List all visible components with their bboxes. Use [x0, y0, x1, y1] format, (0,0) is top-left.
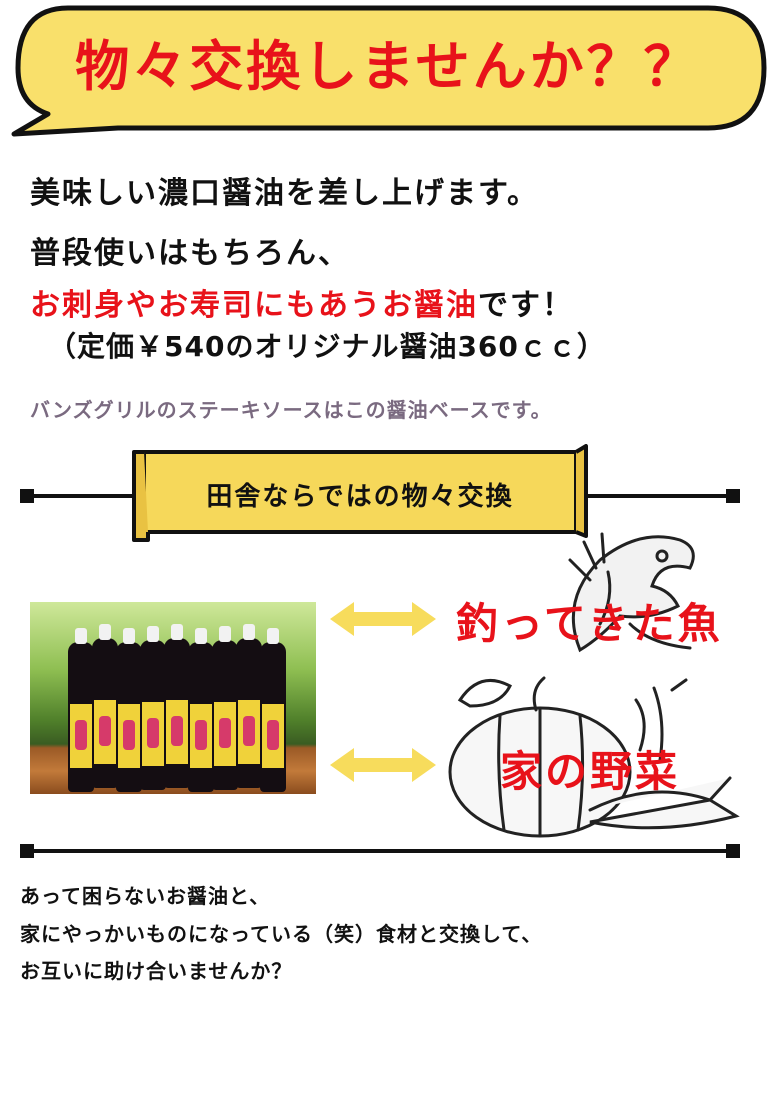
bottle-icon [68, 628, 94, 792]
closing-line-3: お互いに助け合いませんか？ [20, 959, 293, 983]
header-speech-bubble: 物々交換しませんか？？ [8, 4, 768, 138]
closing-line-2: 家にやっかいものになっている（笑）食材と交換して、 [20, 922, 543, 946]
intro-line-3-highlight: お刺身やお寿司にもあうお醤油 [30, 288, 478, 323]
speech-bubble-shape [11, 5, 767, 137]
bottle-icon [164, 624, 190, 788]
bottle-icon [92, 624, 118, 788]
page-headline: 物々交換しませんか？？ [75, 35, 701, 98]
lower-rule [24, 849, 736, 853]
vegetable-icon [448, 676, 740, 838]
closing-line-1: あって困らないお醤油と、 [20, 884, 271, 908]
bottle-icon [260, 628, 286, 792]
exchange-arrow-icon [330, 748, 436, 782]
soy-sauce-photo [30, 602, 316, 794]
bottle-icon [116, 628, 142, 792]
scroll-banner [132, 444, 588, 542]
rule-cap-left [20, 489, 34, 503]
bottle-icon [188, 628, 214, 792]
intro-line-3: お刺身やお寿司にもあうお醤油です！ [30, 280, 574, 324]
intro-line-3-tail: です！ [478, 288, 574, 323]
exchange-item-fish: 釣ってきた魚 [456, 599, 723, 648]
fish-icon [568, 532, 695, 653]
exchange-arrow-icon [330, 602, 436, 636]
price-line: （定価￥540のオリジナル醤油360ｃｃ） [48, 330, 606, 363]
intro-line-1: 美味しい濃口醤油を差し上げます。 [30, 176, 539, 211]
rule-cap-right [726, 489, 740, 503]
sauce-note: バンズグリルのステーキソースはこの醤油ベースです。 [30, 398, 552, 422]
rule-cap-right [726, 844, 740, 858]
intro-line-2: 普段使いはもちろん、 [30, 236, 350, 271]
bottle-icon [140, 626, 166, 790]
banner-title: 田舎ならではの物々交換 [206, 482, 514, 512]
exchange-item-vegetables: 家の野菜 [500, 747, 681, 796]
bottle-icon [212, 626, 238, 790]
bottle-icon [236, 624, 262, 788]
rule-cap-left [20, 844, 34, 858]
